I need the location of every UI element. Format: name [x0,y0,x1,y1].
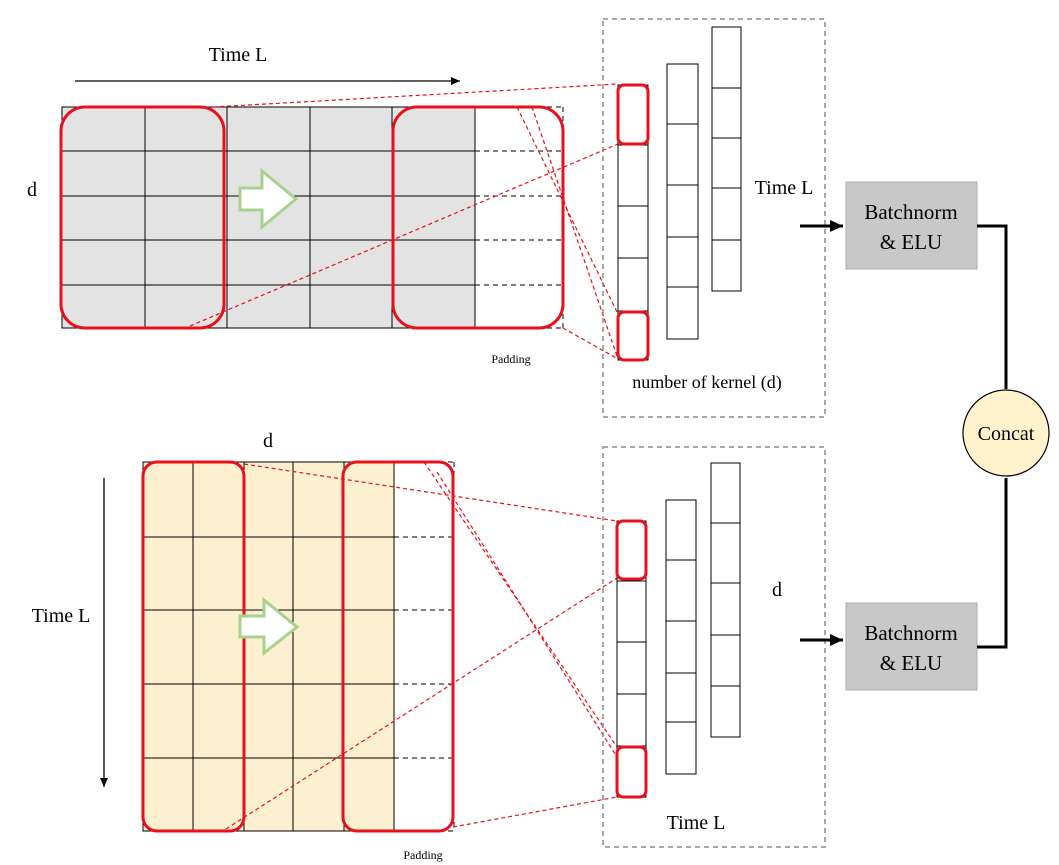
top-norm-line2: & ELU [880,230,942,254]
top-padding-label: Padding [491,352,530,366]
bottom-output-column-1 [616,520,647,798]
top-kernel-box-label: Time L [755,177,814,199]
bottom-norm-block: Batchnorm & ELU [845,602,978,691]
bottom-output-highlight-end [615,745,648,799]
top-output-highlight-start [616,83,650,146]
top-kernel-caption: number of kernel (d) [632,372,781,393]
top-kernel-window-end [391,105,565,330]
bottom-padding-label: Padding [403,848,442,862]
top-output-column-2 [666,63,699,340]
bottom-kernel-window-end [341,460,455,833]
bottom-time-label: Time L [32,605,91,627]
bottom-norm-line1: Batchnorm [864,621,957,645]
top-time-label: Time L [209,44,268,66]
bottom-to-concat-line [977,478,1008,649]
bottom-output-column-2 [665,499,697,775]
top-norm-line1: Batchnorm [864,200,957,224]
top-kernel-window-start [59,105,226,330]
top-panel: Time L d Padding [27,18,826,418]
concat-label: Concat [978,423,1035,445]
top-output-highlight-end [616,310,650,362]
bottom-output-column-3 [710,462,741,738]
top-to-concat-line [977,224,1008,389]
bottom-feature-label: d [263,430,273,452]
top-norm-block: Batchnorm & ELU [845,181,978,270]
bottom-connection-lines [225,461,618,830]
top-connection-lines [189,83,619,360]
top-output-column-3 [711,26,742,292]
bottom-kernel-caption: Time L [667,812,726,834]
bottom-output-highlight-start [615,519,648,581]
bottom-panel: d Time L Padding [32,430,826,862]
bottom-kernel-box-label: d [772,579,782,601]
top-padding-cells [474,106,564,329]
top-kernel-box [602,18,826,418]
bottom-norm-line2: & ELU [880,651,942,675]
top-feature-label: d [27,179,37,201]
bottom-kernel-window-start [141,460,246,833]
fusion-blocks: Batchnorm & ELU Batchnorm & ELU Concat [800,181,1050,691]
bottom-kernel-box [602,446,826,848]
concat-node: Concat [962,389,1050,477]
right-arrow-icon [238,596,300,657]
top-output-column-1 [617,84,649,361]
bottom-padding-cells [393,461,455,832]
right-arrow-icon [238,167,299,231]
